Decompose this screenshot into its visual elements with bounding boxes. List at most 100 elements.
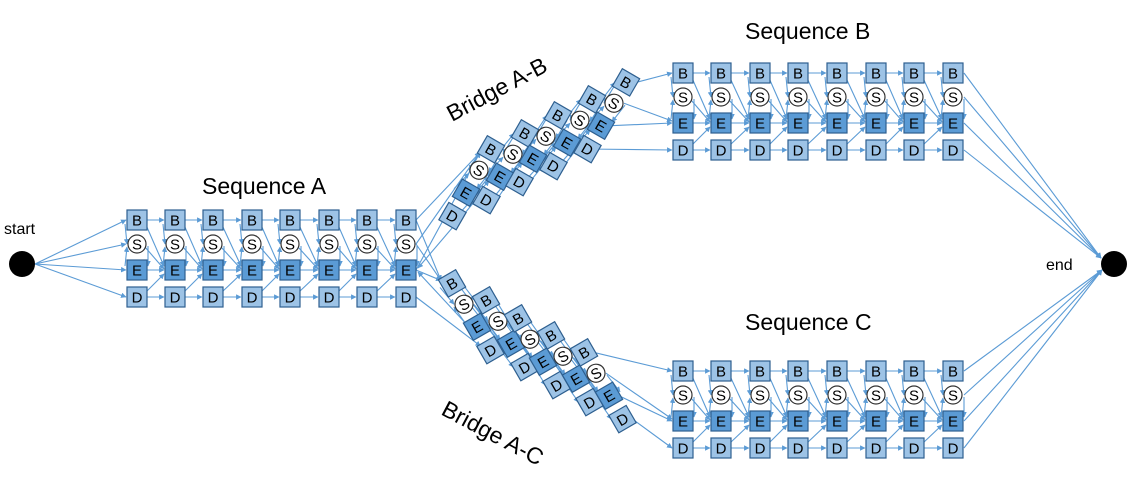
bridge-ac-state-b-1[interactable]: B — [437, 268, 467, 298]
seq-b-state-d-3[interactable]: D — [749, 139, 771, 161]
seq-b-state-s-6[interactable]: S — [866, 87, 886, 107]
end-node[interactable] — [1101, 251, 1127, 277]
bridge-ac-state-e-1[interactable]: E — [462, 312, 492, 342]
seq-a-state-d-2[interactable]: D — [164, 286, 186, 308]
bridge-ac-state-d-1[interactable]: D — [476, 335, 505, 365]
bridge-ac-state-e-3[interactable]: E — [528, 347, 558, 377]
seq-a-state-s-3[interactable]: S — [203, 234, 223, 254]
seq-b-state-s-7[interactable]: S — [904, 87, 924, 107]
seq-a-state-b-2[interactable]: B — [164, 209, 186, 231]
seq-b-state-e-8[interactable]: E — [942, 112, 964, 134]
seq-a-state-e-8[interactable]: E — [395, 259, 417, 281]
seq-c-state-s-5[interactable]: S — [827, 385, 847, 405]
start-node[interactable] — [9, 251, 35, 277]
seq-b-state-d-6[interactable]: D — [865, 139, 887, 161]
seq-c-state-d-8[interactable]: D — [942, 437, 964, 459]
seq-a-state-e-1[interactable]: E — [126, 259, 148, 281]
seq-b-state-b-3[interactable]: B — [749, 62, 771, 84]
seq-a-state-e-3[interactable]: E — [202, 259, 224, 281]
seq-a-state-s-5[interactable]: S — [280, 234, 300, 254]
seq-a-state-d-4[interactable]: D — [241, 286, 263, 308]
bridge-ab-state-e-4[interactable]: E — [552, 128, 582, 158]
seq-c-state-e-1[interactable]: E — [672, 410, 694, 432]
seq-c-state-b-5[interactable]: B — [826, 360, 848, 382]
seq-c-state-s-2[interactable]: S — [711, 385, 731, 405]
bridge-ab-state-d-2[interactable]: D — [472, 185, 501, 215]
seq-b-state-e-6[interactable]: E — [865, 112, 887, 134]
seq-a-state-b-3[interactable]: B — [202, 209, 224, 231]
bridge-ab-state-s-4[interactable]: S — [567, 108, 592, 133]
seq-b-state-b-2[interactable]: B — [710, 62, 732, 84]
seq-c-state-b-3[interactable]: B — [749, 360, 771, 382]
seq-c-state-e-6[interactable]: E — [865, 410, 887, 432]
seq-a-state-d-6[interactable]: D — [318, 286, 340, 308]
bridge-ac-state-b-3[interactable]: B — [503, 303, 533, 333]
seq-b-state-s-3[interactable]: S — [750, 87, 770, 107]
seq-c-state-e-5[interactable]: E — [826, 410, 848, 432]
seq-b-state-b-5[interactable]: B — [826, 62, 848, 84]
bridge-ab-state-e-5[interactable]: E — [586, 111, 616, 141]
seq-b-state-b-4[interactable]: B — [787, 62, 809, 84]
seq-b-state-b-1[interactable]: B — [672, 62, 694, 84]
bridge-ac-state-b-5[interactable]: B — [569, 337, 599, 367]
seq-b-state-b-7[interactable]: B — [903, 62, 925, 84]
bridge-ab-state-s-2[interactable]: S — [500, 142, 525, 167]
seq-b-state-e-5[interactable]: E — [826, 112, 848, 134]
seq-b-state-e-1[interactable]: E — [672, 112, 694, 134]
seq-b-state-d-7[interactable]: D — [903, 139, 925, 161]
seq-a-state-b-6[interactable]: B — [318, 209, 340, 231]
seq-a-state-e-6[interactable]: E — [318, 259, 340, 281]
seq-a-state-b-5[interactable]: B — [279, 209, 301, 231]
seq-c-state-b-1[interactable]: B — [672, 360, 694, 382]
seq-b-state-d-4[interactable]: D — [787, 139, 809, 161]
bridge-ab-state-b-1[interactable]: B — [476, 134, 506, 164]
seq-c-state-b-8[interactable]: B — [942, 360, 964, 382]
seq-a-state-s-4[interactable]: S — [242, 234, 262, 254]
bridge-ab-state-d-4[interactable]: D — [539, 151, 568, 181]
seq-c-state-s-8[interactable]: S — [943, 385, 963, 405]
seq-c-state-d-7[interactable]: D — [903, 437, 925, 459]
bridge-ab-state-b-2[interactable]: B — [510, 118, 540, 148]
seq-c-state-s-4[interactable]: S — [788, 385, 808, 405]
bridge-ab-state-d-3[interactable]: D — [505, 167, 534, 197]
bridge-ac-state-b-4[interactable]: B — [536, 320, 566, 350]
bridge-ac-state-d-2[interactable]: D — [510, 352, 539, 382]
bridge-ab-state-b-5[interactable]: B — [611, 67, 641, 97]
seq-b-state-s-5[interactable]: S — [827, 87, 847, 107]
bridge-ac-state-s-3[interactable]: S — [518, 327, 543, 352]
bridge-ac-state-s-5[interactable]: S — [584, 361, 609, 386]
seq-c-state-d-1[interactable]: D — [672, 437, 694, 459]
seq-c-state-e-8[interactable]: E — [942, 410, 964, 432]
seq-c-state-e-2[interactable]: E — [710, 410, 732, 432]
bridge-ac-state-s-4[interactable]: S — [551, 344, 576, 369]
seq-b-state-e-2[interactable]: E — [710, 112, 732, 134]
seq-b-state-d-2[interactable]: D — [710, 139, 732, 161]
seq-a-state-d-1[interactable]: D — [126, 286, 148, 308]
seq-c-state-b-2[interactable]: B — [710, 360, 732, 382]
seq-a-state-e-5[interactable]: E — [279, 259, 301, 281]
seq-b-state-e-3[interactable]: E — [749, 112, 771, 134]
seq-c-state-s-3[interactable]: S — [750, 385, 770, 405]
seq-c-state-d-4[interactable]: D — [787, 437, 809, 459]
seq-a-state-s-6[interactable]: S — [319, 234, 339, 254]
seq-a-state-e-4[interactable]: E — [241, 259, 263, 281]
bridge-ab-state-d-1[interactable]: D — [438, 201, 467, 231]
seq-a-state-d-7[interactable]: D — [356, 286, 378, 308]
seq-c-state-d-2[interactable]: D — [710, 437, 732, 459]
seq-c-state-b-4[interactable]: B — [787, 360, 809, 382]
bridge-ab-state-d-5[interactable]: D — [573, 134, 602, 164]
seq-c-state-b-7[interactable]: B — [903, 360, 925, 382]
seq-b-state-d-5[interactable]: D — [826, 139, 848, 161]
seq-c-state-e-3[interactable]: E — [749, 410, 771, 432]
seq-b-state-d-1[interactable]: D — [672, 139, 694, 161]
seq-b-state-s-8[interactable]: S — [943, 87, 963, 107]
bridge-ab-state-e-1[interactable]: E — [451, 178, 481, 208]
bridge-ac-state-d-4[interactable]: D — [575, 387, 604, 417]
seq-a-state-d-8[interactable]: D — [395, 286, 417, 308]
bridge-ab-state-b-3[interactable]: B — [543, 100, 573, 130]
seq-a-state-b-7[interactable]: B — [356, 209, 378, 231]
bridge-ab-state-e-3[interactable]: E — [518, 144, 548, 174]
bridge-ab-state-b-4[interactable]: B — [577, 84, 607, 114]
seq-b-state-e-4[interactable]: E — [787, 112, 809, 134]
bridge-ab-state-s-1[interactable]: S — [466, 158, 491, 183]
